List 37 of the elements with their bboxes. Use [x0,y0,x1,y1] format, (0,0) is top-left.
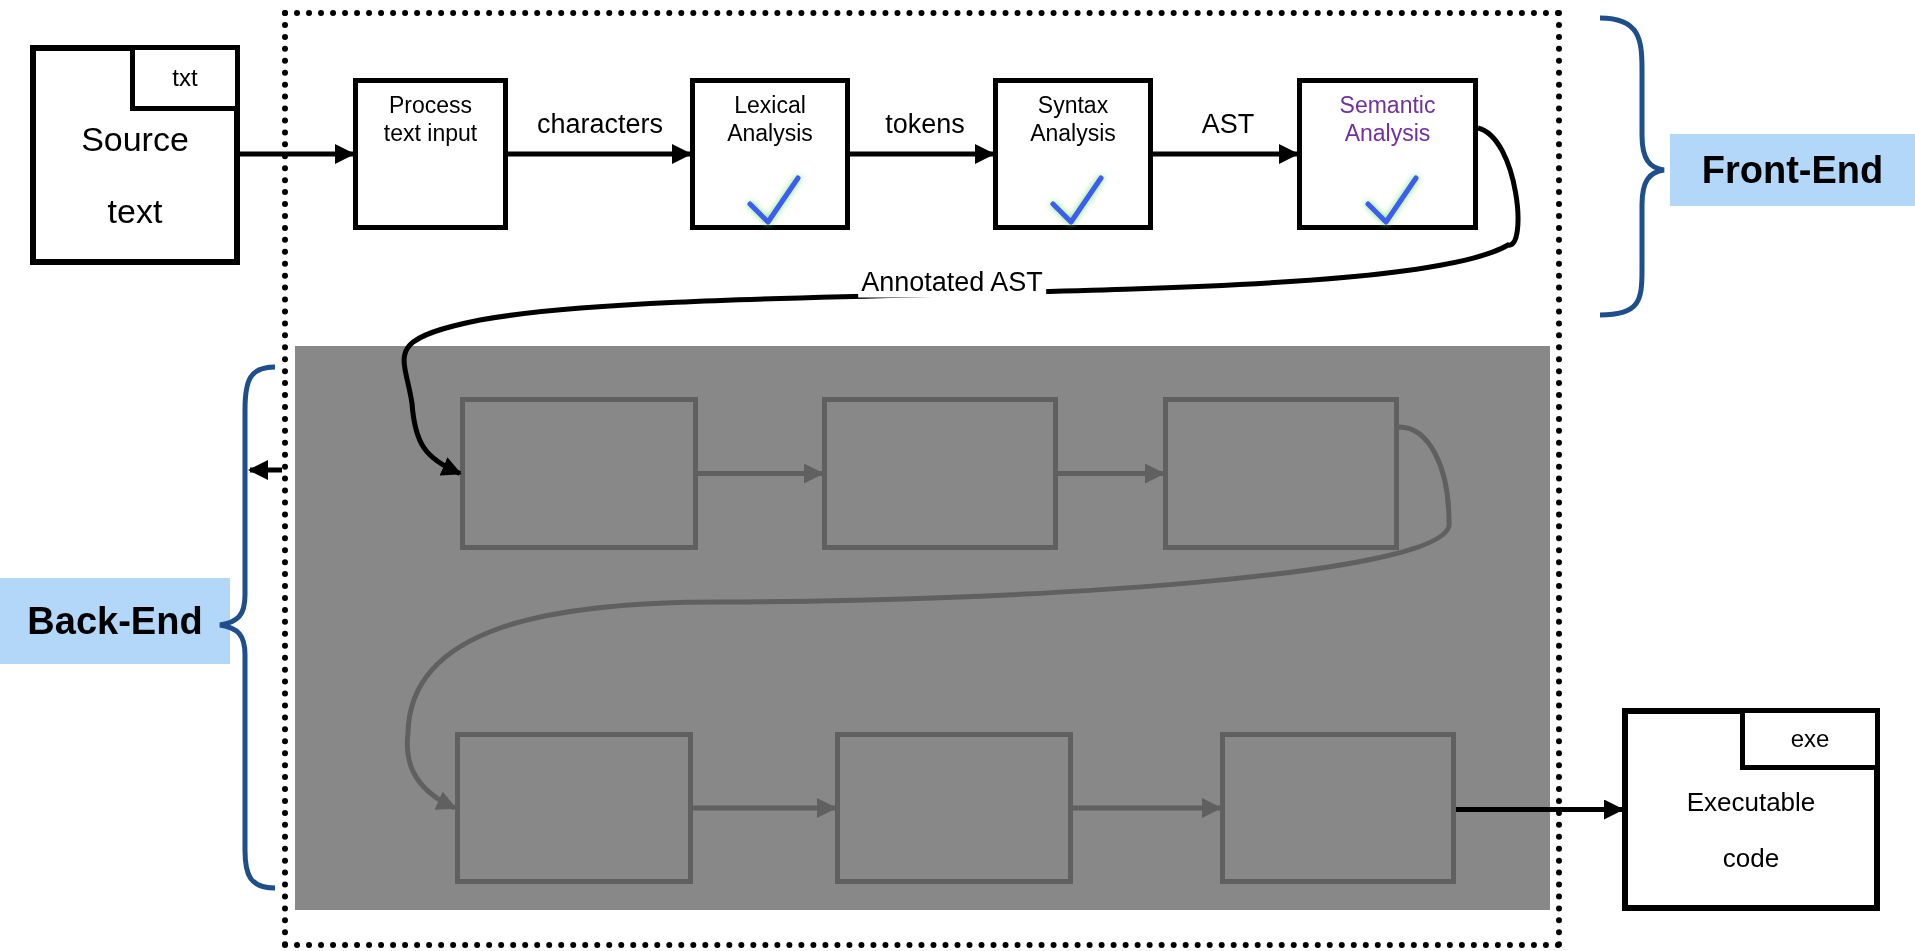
extension-label: exe [1790,725,1830,753]
arrow [508,144,692,164]
process-box [353,78,508,230]
empty-box [1163,397,1399,550]
arrow [693,798,837,818]
arrow [1058,463,1165,484]
step-label: Lexical Analysis [726,91,814,147]
process-box [993,78,1153,230]
document-shape [1622,708,1880,911]
arrow [404,424,1452,811]
arrow [240,144,355,164]
arrow [1073,798,1222,818]
empty-box [460,397,698,550]
step-label: Semantic Analysis [1338,91,1437,147]
empty-box [1220,732,1456,884]
shaded-panel [295,346,1550,910]
section-title: Front-End [1701,148,1884,192]
process-box [690,78,850,230]
arrow [248,460,282,480]
arrow [1456,799,1624,820]
section-label [1670,134,1915,206]
document-shape [30,45,240,265]
section-title: Back-End [27,599,203,643]
empty-box [455,732,693,884]
arrow [850,144,995,164]
empty-box [835,732,1073,884]
step-label: Syntax Analysis [1029,91,1117,147]
process-box [1297,78,1478,230]
empty-box [822,397,1058,550]
section-label [0,578,230,664]
step-label: Process text input [382,91,479,147]
document-label: Source text [80,119,190,232]
extension-label: txt [172,64,198,92]
arrow [698,463,824,484]
document-label: Executable code [1685,785,1817,875]
arrow [1153,144,1299,164]
dotted-frame [282,10,1562,948]
